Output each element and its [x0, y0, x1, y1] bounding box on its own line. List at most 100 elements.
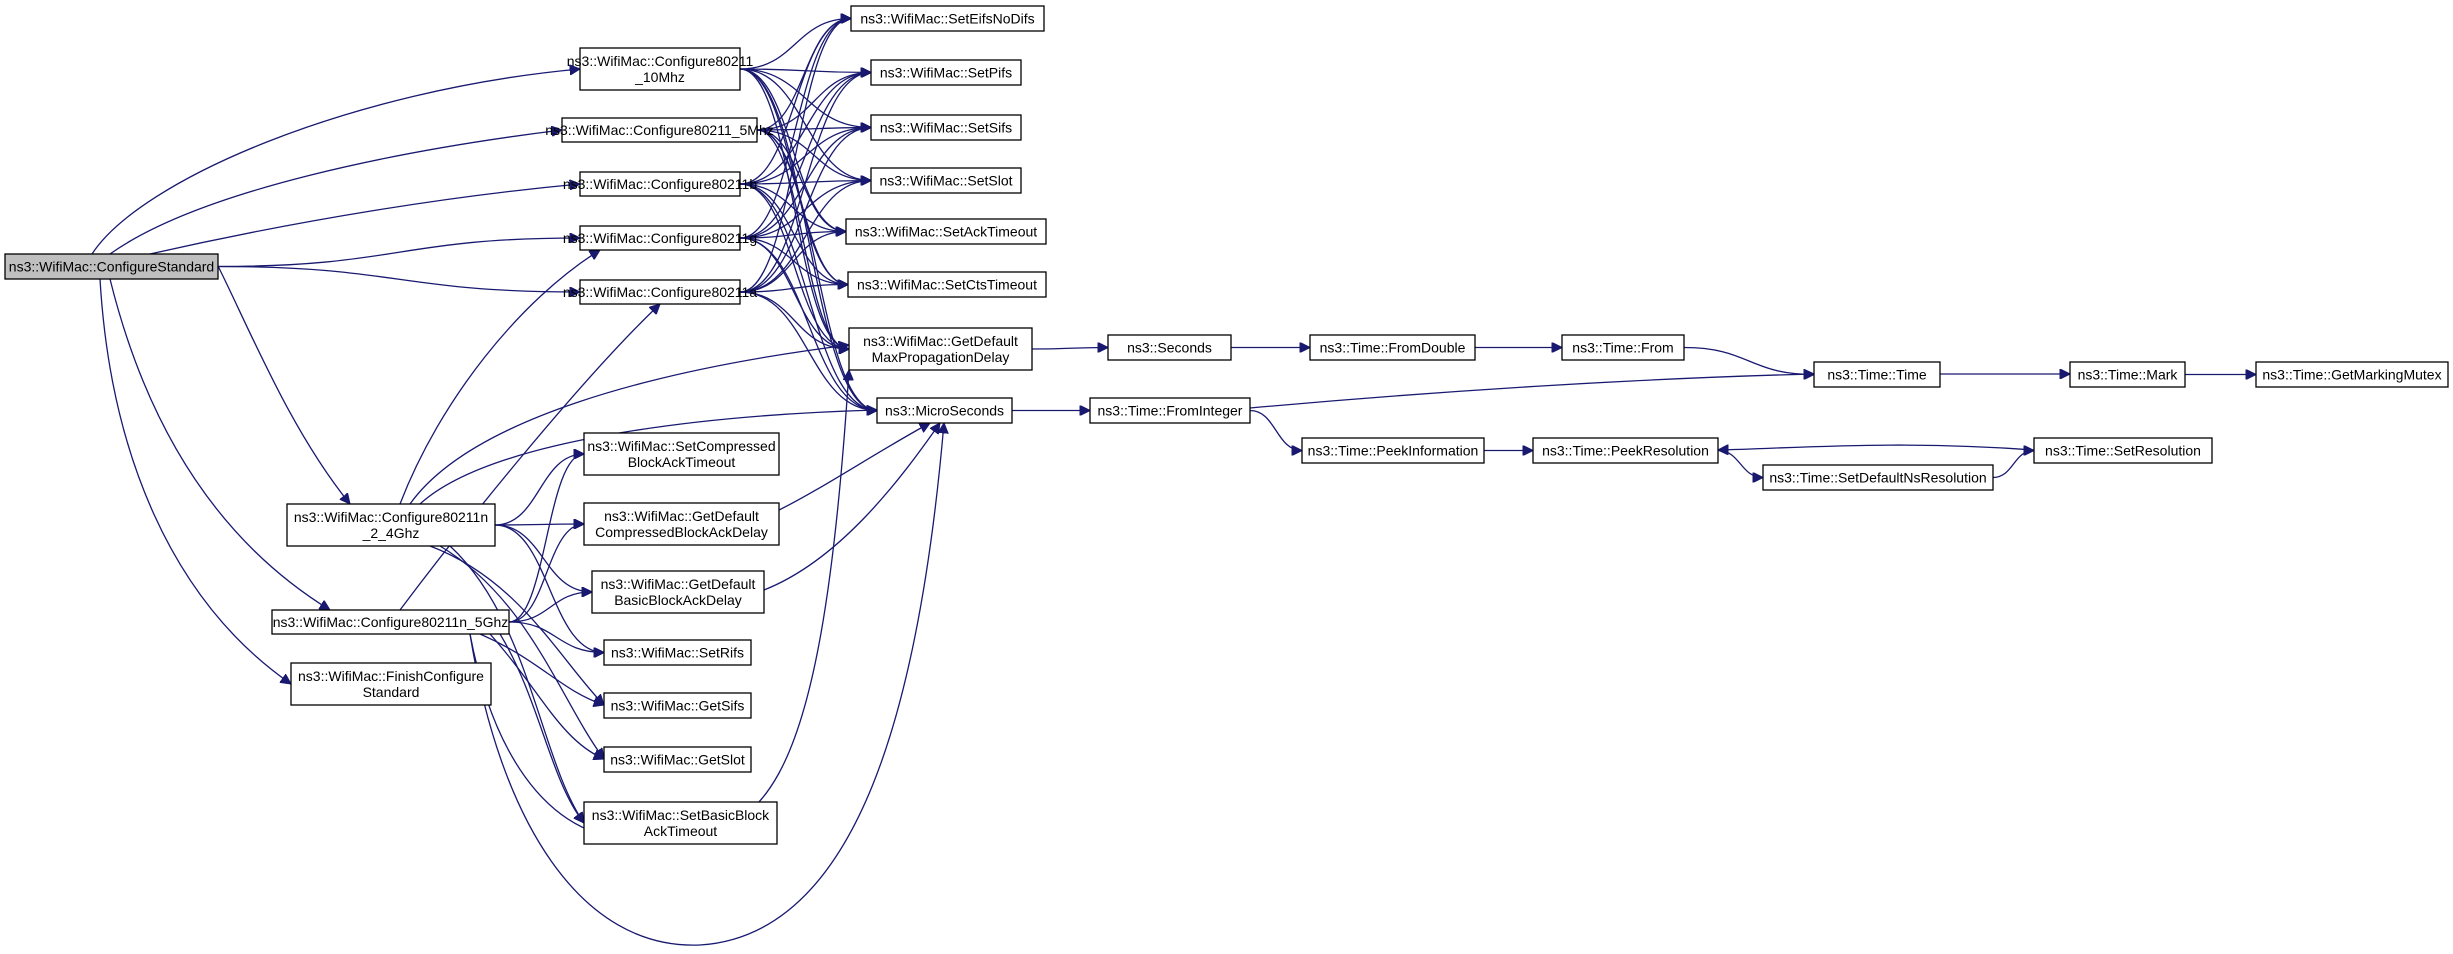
edge-c10mhz-to-micro	[739, 68, 877, 411]
node-setPifs[interactable]: ns3::WifiMac::SetPifs	[870, 59, 1022, 86]
node-label: ns3::Time::SetResolution	[2045, 443, 2201, 459]
node-getMutex[interactable]: ns3::Time::GetMarkingMutex	[2255, 361, 2449, 388]
node-box	[1561, 334, 1685, 361]
node-box	[845, 218, 1047, 245]
node-box	[579, 171, 741, 197]
edge-c5mhz-to-setSifs	[756, 128, 871, 131]
node-label: ns3::WifiMac::SetAckTimeout	[855, 224, 1037, 240]
node-box	[1762, 464, 1994, 491]
node-setRes[interactable]: ns3::Time::SetResolution	[2033, 437, 2213, 464]
node-getCompBlock[interactable]: ns3::WifiMac::GetDefaultCompressedBlockA…	[583, 502, 780, 546]
node-peekInfo[interactable]: ns3::Time::PeekInformation	[1301, 437, 1485, 464]
node-getSifs[interactable]: ns3::WifiMac::GetSifs	[603, 692, 752, 719]
node-box	[603, 746, 752, 773]
node-setSifs[interactable]: ns3::WifiMac::SetSifs	[870, 114, 1022, 141]
node-setAck[interactable]: ns3::WifiMac::SetAckTimeout	[845, 218, 1047, 245]
node-label: ns3::MicroSeconds	[885, 403, 1004, 419]
node-label: ns3::Time::PeekInformation	[1308, 443, 1479, 459]
node-box	[1532, 437, 1719, 464]
node-getBasicBlock[interactable]: ns3::WifiMac::GetDefaultBasicBlockAckDel…	[591, 570, 765, 614]
node-label: ns3::WifiMac::GetDefault	[863, 333, 1018, 349]
node-label: ns3::Time::Mark	[2078, 367, 2179, 383]
node-setDefNs[interactable]: ns3::Time::SetDefaultNsResolution	[1762, 464, 1994, 491]
node-setCts[interactable]: ns3::WifiMac::SetCtsTimeout	[847, 271, 1047, 298]
edge-cn24-to-setBasicBlock	[449, 545, 584, 823]
edge-configureStandard-to-cb	[149, 184, 580, 255]
edge-cn5-to-ca	[399, 304, 660, 611]
node-label: ns3::WifiMac::FinishConfigure	[298, 668, 484, 684]
edge-cn24-to-getCompBlock	[494, 524, 584, 525]
edge-cn24-to-setRifs	[494, 524, 604, 653]
node-label: ns3::WifiMac::Configure80211a	[563, 284, 757, 300]
edge-cg-to-setAck	[739, 232, 846, 239]
node-box	[848, 327, 1033, 371]
node-box	[579, 47, 741, 91]
node-cn5[interactable]: ns3::WifiMac::Configure80211n_5Ghz	[271, 609, 510, 635]
node-label: ns3::WifiMac::Configure80211	[567, 53, 754, 69]
node-box	[4, 253, 219, 280]
node-setSlot[interactable]: ns3::WifiMac::SetSlot	[870, 167, 1022, 194]
node-peekRes[interactable]: ns3::Time::PeekResolution	[1532, 437, 1719, 464]
node-box	[583, 432, 780, 476]
node-c5mhz[interactable]: ns3::WifiMac::Configure80211_5Mhz	[545, 117, 774, 143]
edge-configureStandard-to-finish	[99, 278, 291, 684]
node-seconds[interactable]: ns3::Seconds	[1107, 334, 1232, 361]
node-time[interactable]: ns3::Time::Time	[1813, 361, 1941, 388]
edge-cn24-to-cg	[399, 250, 600, 505]
node-ca[interactable]: ns3::WifiMac::Configure80211a	[563, 279, 757, 305]
node-box	[1089, 397, 1251, 424]
node-label: ns3::WifiMac::SetCtsTimeout	[857, 277, 1037, 293]
edge-cn24-to-getMaxProp	[409, 345, 849, 505]
node-label: ns3::WifiMac::SetSifs	[880, 120, 1012, 136]
node-configureStandard[interactable]: ns3::WifiMac::ConfigureStandard	[4, 253, 219, 280]
edge-cg-to-setEifs	[739, 19, 851, 239]
node-box	[850, 5, 1045, 32]
edge-getBasicBlock-to-micro	[763, 423, 940, 591]
node-box	[579, 225, 741, 251]
node-label: CompressedBlockAckDelay	[595, 524, 768, 540]
node-label: ns3::Time::FromInteger	[1098, 403, 1243, 419]
node-cg[interactable]: ns3::WifiMac::Configure80211g	[563, 225, 757, 251]
node-c10mhz[interactable]: ns3::WifiMac::Configure80211_10Mhz	[567, 47, 754, 91]
edge-cn24-to-setCompBlock	[494, 454, 584, 526]
edge-setDefNs-to-setRes	[1992, 451, 2035, 479]
edge-ca-to-setSifs	[739, 128, 871, 293]
node-cn24[interactable]: ns3::WifiMac::Configure80211n_2_4Ghz	[286, 503, 496, 547]
node-cb[interactable]: ns3::WifiMac::Configure80211b	[563, 171, 757, 197]
edge-cb-to-setAck	[739, 183, 846, 232]
node-box	[2033, 437, 2213, 464]
node-setRifs[interactable]: ns3::WifiMac::SetRifs	[603, 639, 752, 666]
node-box	[290, 662, 492, 706]
node-fromInteger[interactable]: ns3::Time::FromInteger	[1089, 397, 1251, 424]
node-box	[583, 801, 778, 845]
node-box	[870, 114, 1022, 141]
edge-configureStandard-to-c5mhz	[109, 130, 562, 255]
edge-ca-to-micro	[739, 291, 877, 411]
node-label: ns3::WifiMac::SetCompressed	[587, 438, 775, 454]
node-label: ns3::WifiMac::SetBasicBlock	[592, 807, 770, 823]
node-getMaxProp[interactable]: ns3::WifiMac::GetDefaultMaxPropagationDe…	[848, 327, 1033, 371]
node-setEifs[interactable]: ns3::WifiMac::SetEifsNoDifs	[850, 5, 1045, 32]
node-fromDouble[interactable]: ns3::Time::FromDouble	[1309, 334, 1476, 361]
edge-getMaxProp-to-seconds	[1031, 348, 1108, 350]
nodes-layer: ns3::WifiMac::ConfigureStandardns3::Wifi…	[4, 5, 2449, 845]
node-box	[271, 609, 510, 635]
node-setCompBlock[interactable]: ns3::WifiMac::SetCompressedBlockAckTimeo…	[583, 432, 780, 476]
edge-cn24-to-getBasicBlock	[494, 524, 592, 592]
edge-peekRes-to-setDefNs	[1717, 449, 1764, 478]
node-label: MaxPropagationDelay	[872, 349, 1010, 365]
edge-ca-to-setPifs	[739, 73, 871, 293]
node-label: ns3::WifiMac::SetSlot	[879, 173, 1012, 189]
node-box	[286, 503, 496, 547]
edge-cb-to-getMaxProp	[739, 183, 849, 349]
node-getSlot[interactable]: ns3::WifiMac::GetSlot	[603, 746, 752, 773]
edge-cb-to-micro	[739, 183, 877, 411]
node-mark[interactable]: ns3::Time::Mark	[2069, 361, 2186, 388]
node-from[interactable]: ns3::Time::From	[1561, 334, 1685, 361]
node-micro[interactable]: ns3::MicroSeconds	[876, 397, 1013, 424]
node-label: ns3::WifiMac::GetDefault	[604, 508, 759, 524]
edge-ca-to-setCts	[739, 285, 848, 293]
